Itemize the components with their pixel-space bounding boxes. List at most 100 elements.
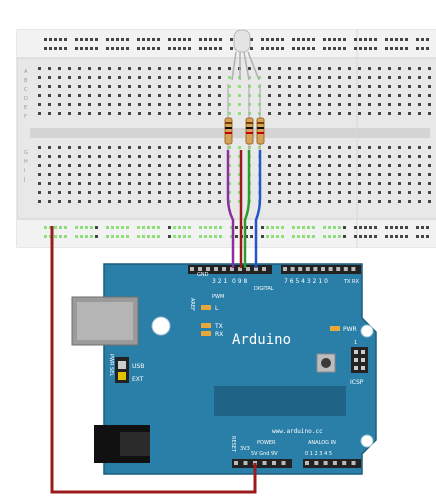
breadboard-hole xyxy=(307,38,310,41)
tx-led-icon xyxy=(201,323,211,328)
breadboard-hole xyxy=(68,94,71,97)
breadboard-hole xyxy=(281,226,284,229)
breadboard-hole xyxy=(58,200,61,203)
breadboard-hole xyxy=(48,191,51,194)
breadboard-hole xyxy=(78,85,81,88)
breadboard-hole xyxy=(75,38,78,41)
breadboard-hole xyxy=(88,76,91,79)
resistor-band xyxy=(257,127,264,129)
breadboard-hole xyxy=(118,76,121,79)
breadboard-hole xyxy=(148,173,151,176)
breadboard-hole xyxy=(148,85,151,88)
breadboard-hole xyxy=(138,155,141,158)
breadboard-hole xyxy=(378,173,381,176)
breadboard-hole xyxy=(198,103,201,106)
breadboard-hole xyxy=(378,103,381,106)
led-leg xyxy=(247,51,260,81)
breadboard-hole xyxy=(209,226,212,229)
breadboard-hole xyxy=(118,191,121,194)
breadboard-hole xyxy=(368,76,371,79)
label-pins-098: 0 9 8 xyxy=(232,278,247,285)
breadboard-hole xyxy=(121,235,124,238)
breadboard-hole xyxy=(75,47,78,50)
breadboard-hole xyxy=(281,38,284,41)
breadboard-hole xyxy=(88,146,91,149)
breadboard-hole xyxy=(54,226,57,229)
breadboard-hole xyxy=(198,200,201,203)
breadboard-hole xyxy=(374,226,377,229)
breadboard-hole xyxy=(421,38,424,41)
breadboard-hole xyxy=(80,235,83,238)
breadboard-hole xyxy=(116,38,119,41)
breadboard-hole xyxy=(208,67,211,70)
breadboard-hole xyxy=(266,235,269,238)
label-icsp: ICSP xyxy=(350,379,364,386)
breadboard-hole xyxy=(168,164,171,167)
breadboard-hole xyxy=(78,103,81,106)
breadboard-hole xyxy=(188,103,191,106)
breadboard-hole xyxy=(426,47,429,50)
breadboard-hole xyxy=(106,226,109,229)
breadboard-hole xyxy=(188,226,191,229)
breadboard-hole xyxy=(204,226,207,229)
breadboard-hole xyxy=(68,155,71,158)
breadboard-hole xyxy=(188,182,191,185)
breadboard-hole xyxy=(158,155,161,158)
breadboard-hole xyxy=(298,103,301,106)
breadboard-hole xyxy=(108,146,111,149)
breadboard-hole xyxy=(308,85,311,88)
header-pin xyxy=(246,267,250,271)
breadboard-hole xyxy=(388,191,391,194)
breadboard-hole xyxy=(416,235,419,238)
breadboard-hole xyxy=(428,164,431,167)
resistor-band xyxy=(246,127,253,129)
breadboard-hole xyxy=(358,200,361,203)
breadboard-hole xyxy=(312,47,315,50)
breadboard-hole xyxy=(348,76,351,79)
breadboard-hole xyxy=(158,85,161,88)
breadboard-hole xyxy=(49,38,52,41)
header-pin xyxy=(243,461,248,465)
breadboard-hole xyxy=(88,200,91,203)
header-pin xyxy=(234,461,238,465)
breadboard-hole xyxy=(288,182,291,185)
breadboard-hole xyxy=(128,146,131,149)
breadboard-hole xyxy=(78,200,81,203)
breadboard-hole xyxy=(258,67,261,70)
breadboard-hole xyxy=(188,67,191,70)
icsp-header xyxy=(351,347,368,373)
breadboard-hole xyxy=(188,164,191,167)
breadboard-hole xyxy=(328,47,331,50)
breadboard-hole xyxy=(388,155,391,158)
header-pin xyxy=(332,461,337,465)
breadboard-hole xyxy=(178,38,181,41)
breadboard-hole xyxy=(343,226,346,229)
breadboard-hole xyxy=(408,103,411,106)
breadboard-hole xyxy=(385,226,388,229)
breadboard-hole xyxy=(228,173,231,176)
breadboard-hole xyxy=(395,226,398,229)
breadboard-hole xyxy=(38,173,41,176)
breadboard-hole xyxy=(68,76,71,79)
breadboard-hole xyxy=(288,76,291,79)
breadboard-hole xyxy=(128,191,131,194)
reset-button-cap[interactable] xyxy=(321,358,331,368)
label-l-led: L xyxy=(215,305,219,312)
breadboard-hole xyxy=(390,226,393,229)
breadboard-hole xyxy=(188,112,191,115)
breadboard-hole xyxy=(421,235,424,238)
breadboard-hole xyxy=(248,67,251,70)
breadboard-hole xyxy=(378,112,381,115)
breadboard-hole xyxy=(368,191,371,194)
breadboard-hole xyxy=(390,38,393,41)
header-pin xyxy=(342,461,347,465)
breadboard-hole xyxy=(204,47,207,50)
label-digital: DIGITAL xyxy=(254,286,274,292)
breadboard-hole xyxy=(354,38,357,41)
breadboard-hole xyxy=(338,200,341,203)
breadboard-hole xyxy=(59,235,62,238)
breadboard-hole xyxy=(364,47,367,50)
breadboard-hole xyxy=(188,155,191,158)
breadboard-hole xyxy=(418,67,421,70)
